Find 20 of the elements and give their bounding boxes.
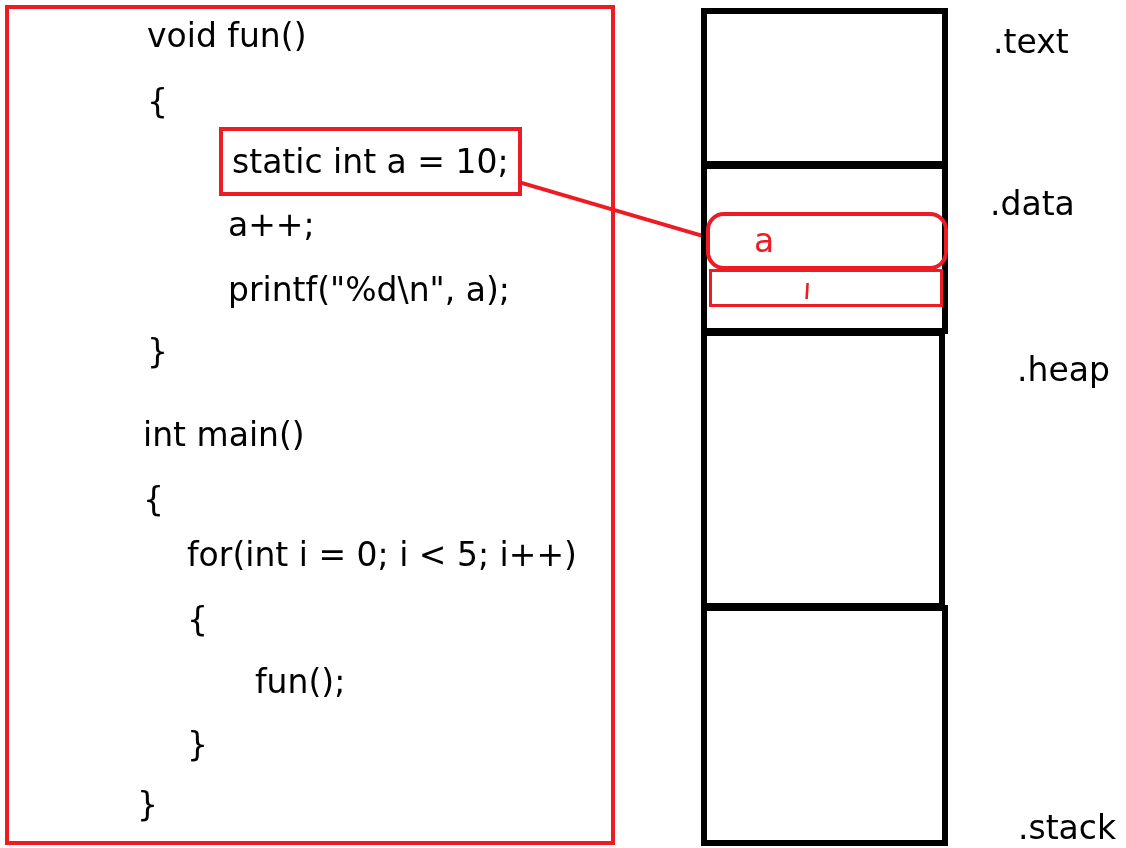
code-line: { <box>143 480 164 520</box>
code-line: a++; <box>228 205 315 245</box>
segment-label: .heap <box>1017 350 1110 390</box>
code-line: { <box>187 600 208 640</box>
code-line: } <box>137 785 158 825</box>
code-line: int main() <box>143 415 305 455</box>
segment-label: .data <box>990 184 1075 224</box>
code-panel <box>5 5 615 845</box>
code-line: void fun() <box>147 16 307 56</box>
code-line: for(int i = 0; i < 5; i++) <box>187 535 577 575</box>
highlighted-statement: static int a = 10; <box>219 127 522 196</box>
code-line: } <box>147 332 168 372</box>
memory-slot <box>709 269 943 307</box>
code-line: printf("%d\n", a); <box>228 270 510 310</box>
code-line: } <box>187 725 208 765</box>
segment-label: .text <box>993 22 1069 62</box>
code-line: fun(); <box>255 662 346 702</box>
code-line: { <box>147 82 168 122</box>
segment-label: .stack <box>1018 808 1117 848</box>
variable-slot: a <box>706 212 948 270</box>
